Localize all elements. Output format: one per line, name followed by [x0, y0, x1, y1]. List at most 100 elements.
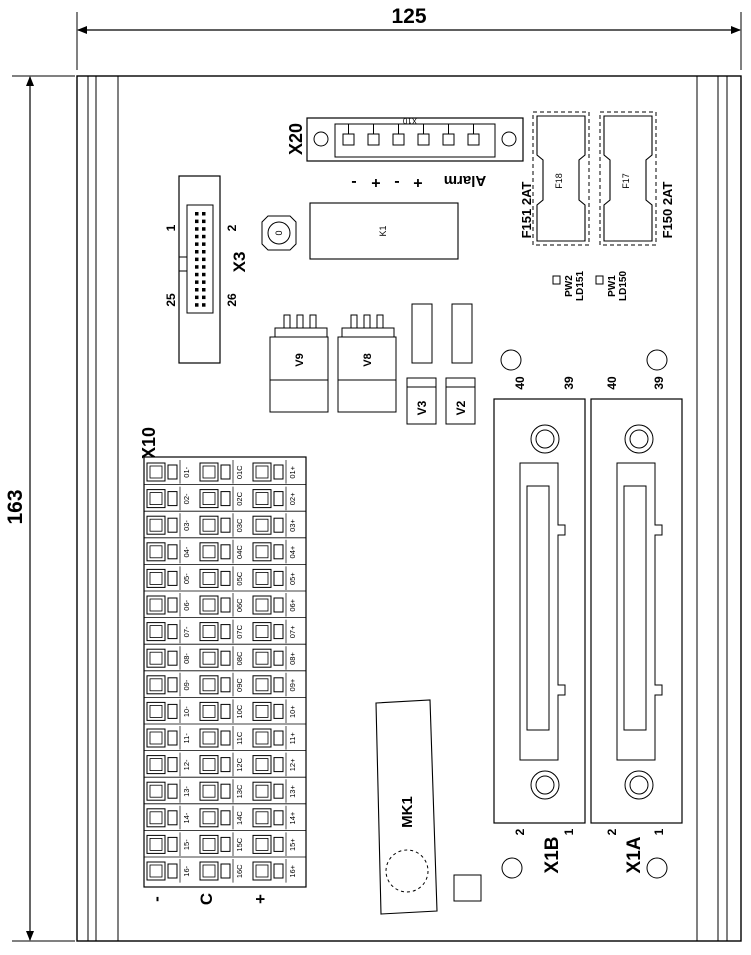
mounting-hole: [500, 349, 522, 371]
terminal-release: [220, 544, 231, 560]
mounting-hole: [501, 857, 523, 879]
x20-pin: [392, 133, 405, 146]
x3-pin: [195, 303, 199, 307]
regulator-v8-label: V8: [362, 353, 374, 366]
x3-pin: [202, 219, 206, 224]
terminal-release: [273, 836, 284, 852]
led-ld151-label: LD151: [575, 271, 586, 301]
terminal-release: [273, 544, 284, 560]
x10-terminal-label: 08C: [235, 651, 244, 665]
x10-terminal-label: 14+: [288, 811, 297, 824]
x10-terminal-label: 14-: [182, 812, 191, 823]
terminal-release: [167, 464, 178, 480]
x10-terminal-label: 16C: [235, 864, 244, 878]
x10-terminal-label: 11-: [182, 733, 191, 744]
terminal-release: [220, 650, 231, 666]
height-label: 163: [4, 489, 27, 524]
terminal-release: [167, 836, 178, 852]
x10-terminal-label: 11C: [235, 731, 244, 745]
x1b-pin1-label: 1: [562, 828, 576, 835]
x1b-label: X1B: [542, 837, 563, 874]
x10-terminal-label: 02+: [288, 492, 297, 505]
x1a-pin1-label: 1: [652, 828, 666, 835]
terminal-release: [167, 757, 178, 773]
x20-pin: [467, 133, 480, 146]
x3-pin: [202, 272, 206, 277]
x3-pin: [195, 219, 199, 224]
fuse-f17: F17 F150 2AT: [599, 111, 675, 246]
terminal-release: [273, 624, 284, 640]
x3-pin: [202, 234, 206, 239]
x3-label: X3: [230, 252, 249, 273]
terminal-release: [167, 624, 178, 640]
x20-pin: [367, 133, 380, 146]
x10-terminal-label: 05+: [288, 572, 297, 585]
potentiometer-label: 0: [274, 230, 284, 235]
x10-terminal-label: 04C: [235, 545, 244, 559]
terminal-release: [220, 677, 231, 693]
relay-k1: K1: [309, 202, 459, 260]
x10-terminal-label: 08+: [288, 652, 297, 665]
terminal-release: [167, 491, 178, 507]
width-dimension: 125: [76, 5, 742, 70]
x3-pin26-label: 26: [225, 293, 239, 307]
x10-terminal-label: 16-: [182, 865, 191, 876]
x10-terminal-label: 05-: [182, 573, 191, 584]
terminal-release: [167, 730, 178, 746]
x20-pin-label-4: +: [413, 174, 422, 191]
fuse-f18-body-label: F18: [554, 173, 564, 189]
x3-pin: [202, 303, 206, 307]
x10-terminal-label: 16+: [288, 864, 297, 877]
x1b-pin39-label: 39: [562, 376, 576, 390]
terminal-release: [167, 544, 178, 560]
regulator-v9-label: V9: [294, 353, 306, 366]
terminal-release: [273, 597, 284, 613]
x3-pin: [195, 257, 199, 262]
led-ld150-label: LD150: [618, 271, 629, 301]
x10-terminal-label: 13C: [235, 784, 244, 798]
fuse-f17-label: F150 2AT: [660, 182, 675, 239]
terminal-release: [273, 677, 284, 693]
x10-terminal-label: 10+: [288, 705, 297, 718]
terminal-release: [167, 783, 178, 799]
x3-header: 1 2 25 26 X3: [164, 175, 249, 364]
led-pw1: PW1 LD150: [595, 271, 629, 301]
led-pw2-label: PW2: [564, 275, 575, 297]
led-pw1-label: PW1: [607, 275, 618, 297]
x10-terminal-row: 16- 16C 16+: [144, 856, 306, 883]
x10-terminal-label: 06-: [182, 599, 191, 610]
terminal-release: [273, 863, 284, 879]
regulator-v2-label: V2: [454, 400, 468, 415]
terminal-release: [220, 624, 231, 640]
x3-pin: [202, 265, 206, 269]
terminal-release: [273, 464, 284, 480]
terminal-release: [273, 570, 284, 586]
x10-terminal-label: 07-: [182, 626, 191, 637]
x20-label: X20: [286, 123, 306, 155]
terminal-release: [220, 491, 231, 507]
x3-pin: [202, 242, 206, 246]
x20-pin: [342, 133, 355, 146]
x10-terminal-label: 12+: [288, 758, 297, 771]
terminal-release: [273, 650, 284, 666]
terminal-release: [220, 730, 231, 746]
x3-pin1-label: 1: [164, 224, 178, 231]
x10-terminal-label: 15+: [288, 838, 297, 851]
terminal-release: [220, 836, 231, 852]
x1b-connector: 40 39 2 1 X1B: [493, 376, 586, 874]
x10-terminal-label: 01-: [182, 466, 191, 477]
terminal-release: [220, 810, 231, 826]
x3-pin: [195, 280, 199, 284]
x10-terminal-label: 10-: [182, 706, 191, 717]
